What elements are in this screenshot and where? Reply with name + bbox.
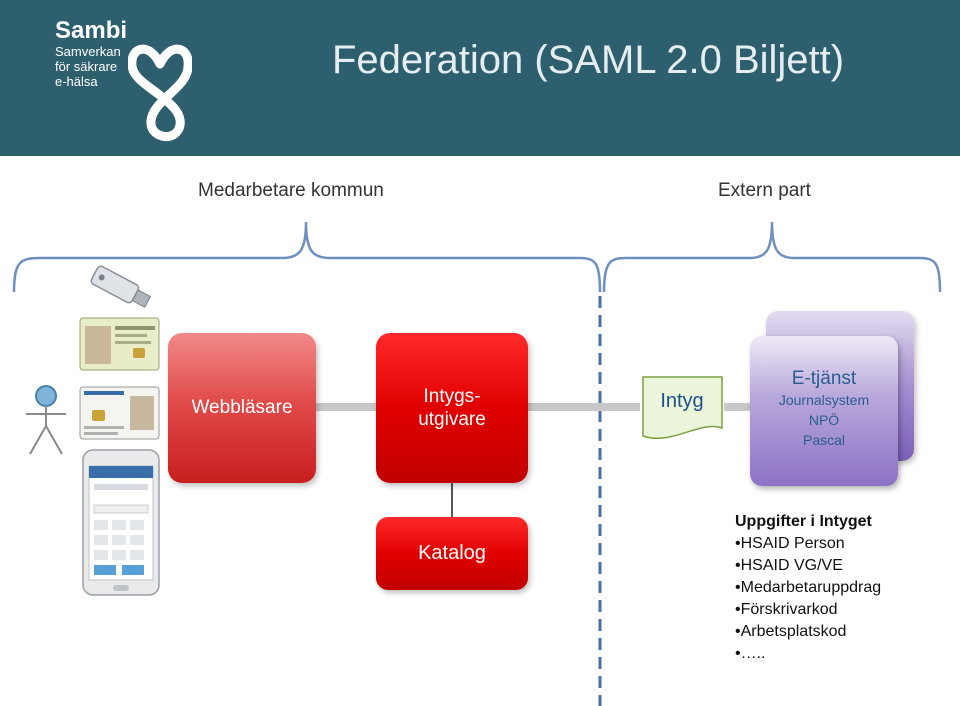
attribute-item: Förskrivarkod [735,599,881,621]
attribute-list: Uppgifter i Intyget HSAID Person HSAID V… [735,511,881,665]
browser-box: Webbläsare [168,333,316,483]
etjanst-line-1: Journalsystem [778,392,870,408]
header-banner: Sambi Samverkan för säkrare e-hälsa Fede… [0,0,960,156]
logo-name: Sambi [55,17,128,44]
logo-line-3: e-hälsa [55,74,98,89]
attribute-item: Arbetsplatskod [735,621,881,643]
sambi-heart-icon [128,44,192,142]
etjanst-line-2: NPÖ [808,412,840,428]
attribute-item: Medarbetaruppdrag [735,577,882,599]
attribute-item: HSAID Person [735,533,881,555]
person-icon [26,385,66,455]
connector-issuer-ticket [528,403,640,411]
id-card-icon [79,317,160,371]
catalog-label: Katalog [418,542,486,564]
issuer-label-line-1: Intygs- [423,386,481,407]
etjanst-line-3: Pascal [802,432,846,448]
etjanst-title: E-tjänst [791,368,857,389]
role-left-label: Medarbetare kommun [198,180,384,201]
left-bracket [12,221,602,293]
ticket-document-icon [642,376,723,439]
smartphone-icon [82,449,160,596]
smart-card-icon [79,386,160,440]
right-bracket [602,221,942,293]
issuer-label-line-2: utgivare [418,409,486,430]
attribute-list-title: Uppgifter i Intyget [735,513,872,530]
issuer-box: Intygs- utgivare [376,333,528,483]
connector-browser-issuer [316,403,376,411]
logo-line-2: för säkrare [55,59,118,74]
etjanst-box: E-tjänst Journalsystem NPÖ Pascal [750,336,898,486]
logo-line-1: Samverkan [55,44,121,59]
usb-token-icon [90,265,152,308]
attribute-item: HSAID VG/VE [735,555,881,577]
role-right-label: Extern part [718,180,811,201]
catalog-box: Katalog [376,517,528,590]
page-title: Federation (SAML 2.0 Biljett) [332,38,845,82]
browser-label: Webbläsare [191,397,293,418]
connector-ticket-etjanst [724,403,750,411]
attribute-item: ….. [735,643,881,665]
sambi-logo-text: Sambi Samverkan för säkrare e-hälsa [55,17,128,90]
ticket-label: Intyg [660,390,704,412]
